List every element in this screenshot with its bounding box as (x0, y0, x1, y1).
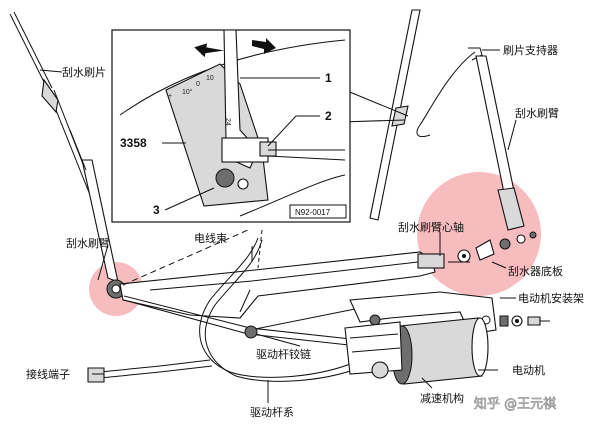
figure-code: N92-0017 (295, 208, 331, 217)
left-wiper-blade (9, 11, 102, 211)
lever-mark-24: 24 (224, 118, 231, 126)
label-arm-pivot-shaft: 刮水刷臂心轴 (398, 220, 464, 234)
inset-detail: + 10° 0 10 24 1 2 3 3358 N92-0017 (111, 29, 351, 223)
label-linkage-joint: 驱动杆铰链 (256, 347, 311, 361)
label-wiper-base-plate: 刮水器底板 (508, 264, 563, 278)
watermark: 知乎 @王元祺 (474, 396, 556, 412)
part-number: 3358 (120, 136, 147, 150)
right-wiper-arm (416, 47, 525, 231)
dashed-connector (122, 229, 249, 286)
label-motor-bracket: 电动机安装架 (518, 291, 584, 305)
label-wiper-blade: 刮水刷片 (62, 65, 106, 79)
label-wire-harness: 电线束 (194, 231, 227, 245)
callout-2: 2 (325, 109, 332, 123)
callout-1: 1 (325, 71, 332, 85)
wiper-motor (344, 317, 489, 385)
label-blade-holder: 刷片支持器 (503, 43, 558, 57)
left-wiper-arm (69, 129, 119, 283)
label-reduction-gear: 减速机构 (420, 391, 464, 405)
mounting-hardware (499, 315, 550, 327)
label-wiper-arm-left: 刮水刷臂 (66, 236, 110, 250)
leader-lines (39, 49, 517, 403)
center-wiper-blade (339, 9, 421, 221)
gauge-tick-0: 0 (196, 81, 200, 88)
label-connector-terminal: 接线端子 (26, 367, 70, 381)
wire-harness (87, 237, 369, 383)
pivot-parts (457, 231, 537, 263)
callout-3: 3 (153, 203, 160, 217)
label-wiper-arm-right: 刮水刷臂 (515, 106, 559, 120)
label-drive-linkage: 驱动杆系 (250, 405, 294, 419)
wiper-base-plate (119, 251, 470, 319)
gauge-tick-plus: + (168, 93, 172, 100)
gauge-tick-10: 10 (206, 75, 214, 82)
gauge-tick-10deg: 10° (182, 88, 193, 96)
label-motor: 电动机 (512, 363, 545, 377)
